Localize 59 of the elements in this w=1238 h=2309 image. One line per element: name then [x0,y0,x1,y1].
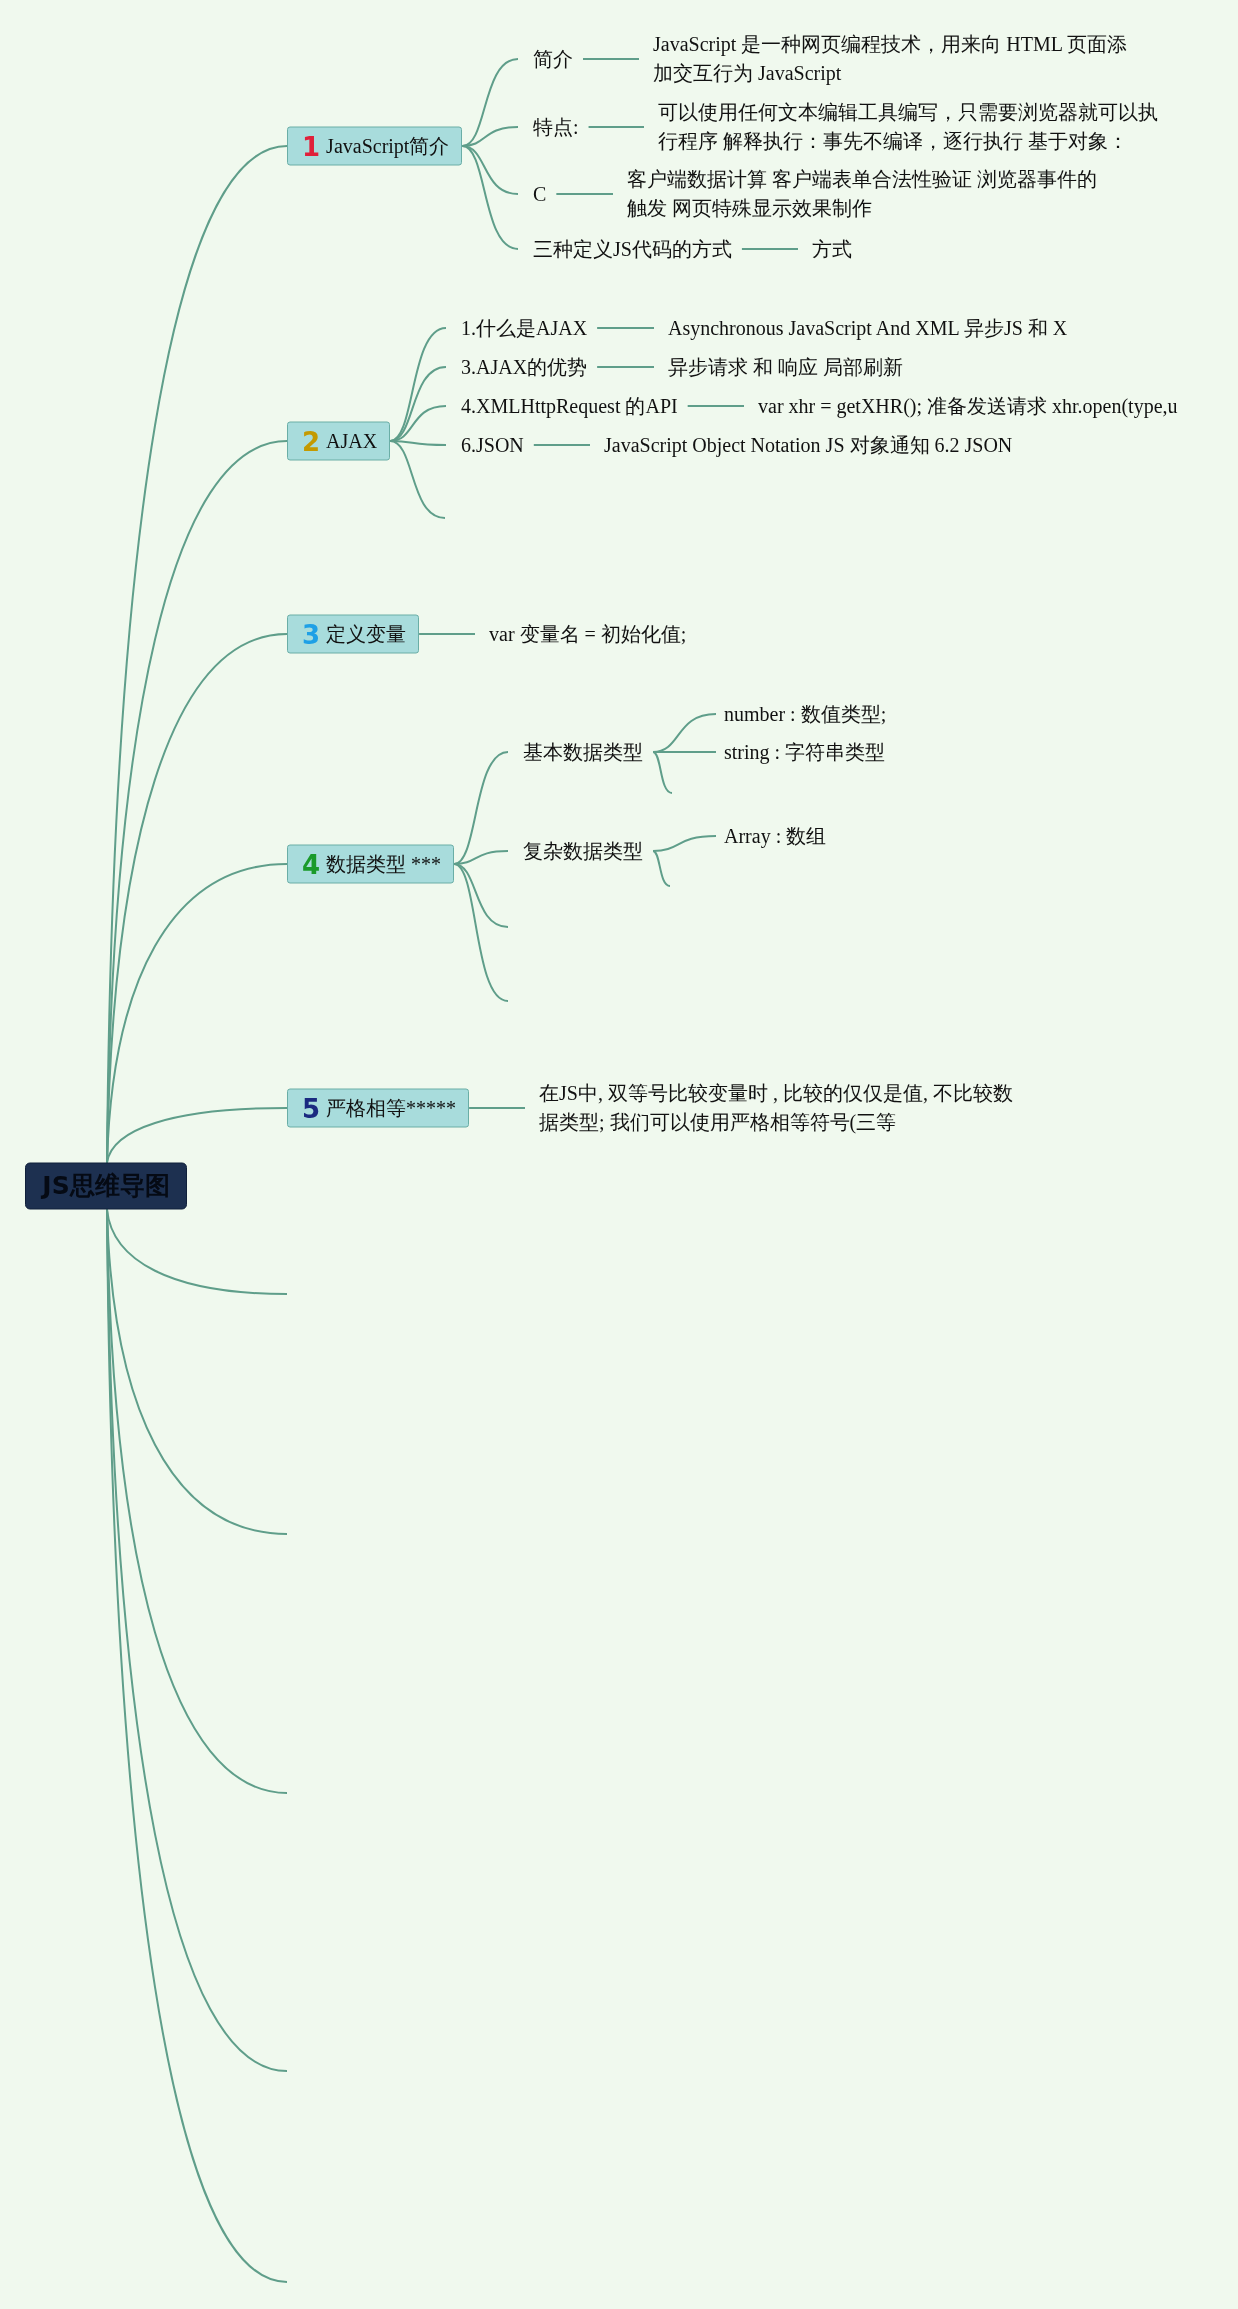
topic-label: 数据类型 *** [326,851,442,877]
topic-box [287,614,420,654]
subtopic-label: 4.XMLHttpRequest 的API [446,389,688,423]
branch-line [532,444,591,446]
topic-label: 定义变量 [326,621,407,647]
subtopic-label: 复杂数据类型 [508,834,653,868]
subtopic-label: Array : 数组 [716,825,833,847]
note-text: 在JS中, 双等号比较变量时 , 比较的仅仅是值, 不比较数据类型; 我们可以使用严格相等符号(三等 [525,1077,1035,1139]
note-text: var xhr = getXHR(); 准备发送请求 xhr.open(type,u [744,389,1182,423]
subtopic-label: 基本数据类型 [508,735,653,769]
subtopic-label: string : 字符串类型 [716,741,892,763]
topic-box [287,844,455,884]
branch-line [652,751,673,794]
branch-line [587,126,645,128]
branch-line [468,1107,526,1109]
topic-label: 严格相等***** [326,1095,457,1121]
note-text: 异步请求 和 响应 局部刷新 [654,350,907,384]
topic-label: AJAX [326,428,378,454]
subtopic-label: 三种定义JS代码的方式 [518,232,742,266]
priority-number: 4 [302,851,321,877]
subtopic-label: number : 数值类型; [716,703,893,725]
note-text: JavaScript Object Notation JS 对象通知 6.2 JSON [590,428,1017,462]
subtopic-label: 特点: [518,110,589,144]
note-text: 方式 [798,232,856,266]
branch-line [652,850,671,887]
central-topic-box: JS思维导图 [25,1162,187,1210]
branch-line [461,145,519,250]
subtopic-label: 6.JSON [446,428,534,462]
branch-line [582,58,640,60]
topic-box [287,126,463,166]
branch-line [596,366,655,368]
topic-box [287,1088,470,1128]
subtopic-label: 3.AJAX的优势 [446,350,598,384]
subtopic-label: C [518,177,557,211]
branch-line [555,193,614,195]
branch-line [389,327,447,442]
branch-line [686,405,745,407]
note-text: JavaScript 是一种网页编程技术，用来向 HTML 页面添加交互行为 JavaScript [639,28,1149,90]
note-text: var 变量名 = 初始化值; [475,617,691,651]
subtopic-label: 简介 [518,42,583,76]
branch-line [106,1107,288,1164]
priority-number: 2 [302,428,321,454]
note-text: 可以使用任何文本编辑工具编写，只需要浏览器就可以执行程序 解释执行：事先不编译，逐行执行 基于对象： [644,96,1164,158]
priority-number: 5 [302,1095,321,1121]
branch-line [418,633,476,635]
branch-line [652,835,717,852]
topic-box [287,421,391,461]
topic-label: JavaScript简介 [326,133,450,160]
priority-number: 3 [302,621,321,647]
branch-line [652,751,717,753]
branch-line [596,327,655,329]
note-text: Asynchronous JavaScript And XML 异步JS 和 X [654,311,1072,345]
note-text: 客户端数据计算 客户端表单合法性验证 浏览器事件的触发 网页特殊显示效果制作 [613,163,1118,225]
branch-line [453,751,509,865]
subtopic-label: 1.什么是AJAX [446,311,598,345]
branch-line [453,863,509,1002]
branch-line [740,248,799,250]
priority-number: 1 [302,133,321,159]
branch-line [389,440,446,519]
